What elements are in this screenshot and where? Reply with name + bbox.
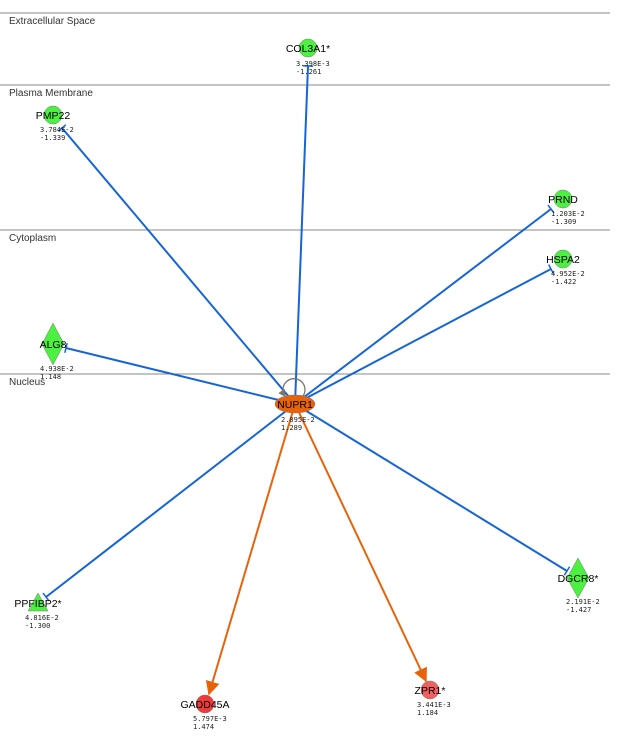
node-ppfibp2[interactable]: PPFIBP2* 4.816E-2-1.300	[14, 592, 62, 630]
compartment-label-nucleus: Nucleus	[9, 377, 45, 388]
node-shape-circle	[43, 105, 63, 125]
node-fold-change: -1.339	[40, 134, 65, 142]
edge-NUPR1-PMP22[interactable]	[57, 124, 296, 405]
inhibition-bar	[563, 566, 571, 576]
node-fold-change: 1.184	[417, 709, 438, 717]
node-dgcr8[interactable]: DGCR8* 2.191E-2-1.427	[558, 557, 600, 614]
node-label: PRND	[548, 194, 578, 206]
compartment-label-extracellular: Extracellular Space	[9, 16, 96, 27]
edge-NUPR1-COL3A1[interactable]	[294, 65, 314, 405]
node-label: PMP22	[36, 110, 71, 122]
node-fold-change: -1.427	[566, 606, 591, 614]
edge-NUPR1-ALG8[interactable]	[64, 342, 296, 405]
edge-NUPR1-DGCR8[interactable]	[294, 403, 571, 576]
edge-NUPR1-PPFIBP2[interactable]	[42, 403, 296, 602]
node-shape-diamond	[41, 322, 65, 366]
node-pmp22[interactable]: PMP22 3.784E-2-1.339	[36, 105, 74, 142]
node-fold-change: 1.289	[281, 424, 302, 432]
node-label: ALG8	[40, 339, 67, 351]
node-fold-change: 1.474	[193, 723, 214, 731]
node-nupr1[interactable]: NUPR1 2.895E-21.289	[274, 394, 316, 432]
node-pvalue: 1.203E-2	[551, 210, 585, 218]
node-label: GADD45A	[180, 699, 229, 711]
edge-NUPR1-ZPR1[interactable]	[294, 403, 427, 683]
node-zpr1[interactable]: ZPR1* 3.441E-31.184	[415, 680, 451, 717]
compartment-label-plasma-membrane: Plasma Membrane	[9, 88, 93, 99]
node-fold-change: -1.261	[296, 68, 321, 76]
node-shape-circle	[553, 189, 573, 209]
node-label: PPFIBP2*	[14, 598, 61, 610]
node-fold-change: -1.309	[551, 218, 576, 226]
edge-NUPR1-HSPA2[interactable]	[294, 264, 554, 405]
node-shape-triangle	[27, 592, 49, 612]
inhibition-bar	[64, 342, 68, 354]
node-label: COL3A1*	[286, 43, 330, 55]
node-shape-diamond	[566, 557, 590, 599]
compartment-label-cytoplasm: Cytoplasm	[9, 233, 56, 244]
node-label: HSPA2	[546, 254, 580, 266]
node-pvalue: 4.952E-2	[551, 270, 585, 278]
inhibition-bar	[547, 204, 555, 214]
node-hspa2[interactable]: HSPA2 4.952E-2-1.422	[546, 249, 585, 286]
node-label: NUPR1	[277, 399, 313, 411]
inhibition-bar	[57, 124, 67, 132]
node-fold-change: -1.422	[551, 278, 576, 286]
node-pvalue: 2.895E-2	[281, 416, 315, 424]
node-gadd45a[interactable]: GADD45A 5.797E-31.474	[180, 694, 230, 731]
node-pvalue: 5.797E-3	[193, 715, 227, 723]
edge-NUPR1-PRND[interactable]	[294, 204, 555, 405]
edge-layer	[42, 65, 571, 696]
self-loop-edge-NUPR1[interactable]	[278, 378, 306, 398]
node-fold-change: 1.148	[40, 373, 61, 381]
node-pvalue: 3.441E-3	[417, 701, 451, 709]
node-shape-ellipse	[274, 394, 316, 414]
inhibition-bar	[42, 592, 50, 602]
inhibition-bar	[548, 264, 554, 274]
node-pvalue: 4.816E-2	[25, 614, 59, 622]
node-pvalue: 3.784E-2	[40, 126, 74, 134]
node-label: DGCR8*	[558, 573, 599, 585]
node-pvalue: 4.938E-2	[40, 365, 74, 373]
node-shape-circle	[420, 680, 440, 700]
node-col3a1[interactable]: COL3A1* 3.398E-3-1.261	[286, 38, 330, 76]
node-shape-circle	[195, 694, 215, 714]
node-label: ZPR1*	[415, 685, 446, 697]
node-pvalue: 2.191E-2	[566, 598, 600, 606]
node-shape-circle	[553, 249, 573, 269]
edge-NUPR1-GADD45A[interactable]	[205, 403, 296, 696]
node-fold-change: -1.300	[25, 622, 50, 630]
node-shape-circle	[298, 38, 318, 58]
node-alg8[interactable]: ALG8 4.938E-21.148	[40, 322, 74, 381]
node-pvalue: 3.398E-3	[296, 60, 330, 68]
node-prnd[interactable]: PRND 1.203E-2-1.309	[548, 189, 585, 226]
